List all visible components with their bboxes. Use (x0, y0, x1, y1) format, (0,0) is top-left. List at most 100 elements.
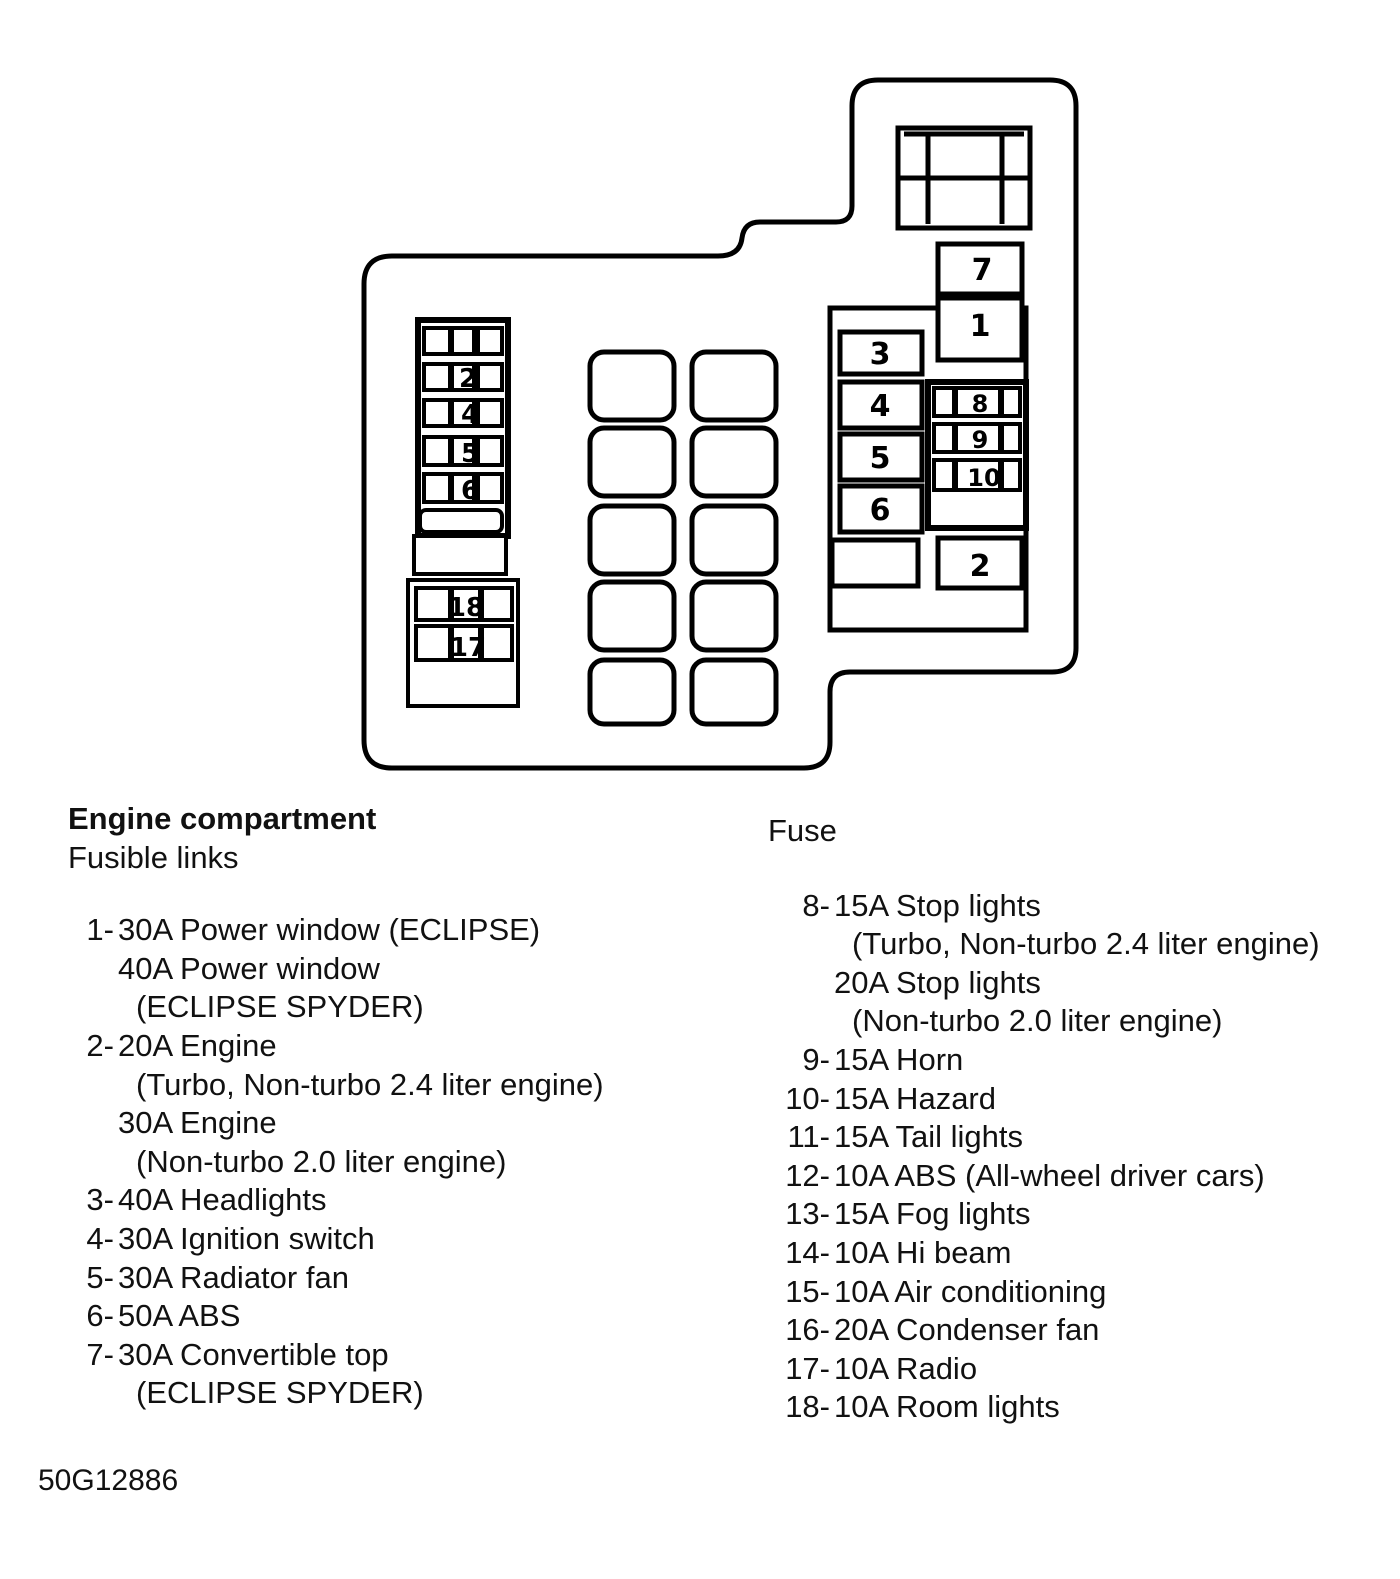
legend-entry: 17-10A Radio (768, 1350, 1388, 1389)
left-block-number: 2 (459, 364, 477, 394)
legend-entry: 6-50A ABS (68, 1297, 688, 1336)
legend-text: 20A Condenser fan (834, 1312, 1100, 1348)
legend-text: 15A Hazard (834, 1080, 996, 1116)
right-fuse-number: 10 (967, 464, 1000, 492)
legend-entry: 10-15A Hazard (768, 1080, 1388, 1119)
legend-text: 15A Horn (834, 1041, 964, 1077)
legend-text: (Turbo, Non-turbo 2.4 liter engine) (136, 1066, 604, 1102)
legend-text: (ECLIPSE SPYDER) (136, 989, 424, 1025)
legend-line: (Turbo, Non-turbo 2.4 liter engine) (68, 1066, 688, 1105)
legend-number: 6- (86, 1298, 114, 1334)
legend-number: 2- (86, 1027, 114, 1063)
legend-text: 15A Stop lights (834, 887, 1041, 923)
left-block-number: 6 (461, 476, 479, 506)
legend-number: 13- (785, 1196, 830, 1232)
right-fuse-number: 8 (972, 390, 989, 418)
legend-number: 16- (785, 1312, 830, 1348)
legend-text: (Non-turbo 2.0 liter engine) (852, 1003, 1223, 1039)
fusible-link-number: 3 (870, 337, 891, 372)
legend-line: 2-20A Engine (68, 1027, 688, 1066)
legend-text: 30A Convertible top (118, 1336, 389, 1372)
legend-entry: 5-30A Radiator fan (68, 1259, 688, 1298)
fuse-box-outline (361, 77, 1079, 771)
legend-line: 11-15A Tail lights (768, 1118, 1388, 1157)
legend-line: 5-30A Radiator fan (68, 1259, 688, 1298)
fusible-link-number: 4 (870, 389, 891, 424)
fusible-links-legend: Engine compartment Fusible links 1-30A P… (68, 800, 688, 1413)
legend-entry: 15-10A Air conditioning (768, 1273, 1388, 1312)
legend-text: (ECLIPSE SPYDER) (136, 1375, 424, 1411)
legend-number: 11- (787, 1119, 830, 1155)
legend-text: (Non-turbo 2.0 liter engine) (136, 1143, 507, 1179)
fusible-link-number: 6 (870, 493, 891, 528)
legend-number: 17- (785, 1350, 830, 1386)
lower-left-fuse-block: 18 17 (406, 578, 520, 708)
legend-text: 15A Tail lights (834, 1119, 1023, 1155)
legend-text: 30A Radiator fan (118, 1259, 349, 1295)
legend-line: 4-30A Ignition switch (68, 1220, 688, 1259)
legend-line: 13-15A Fog lights (768, 1195, 1388, 1234)
legend-entry: 8-15A Stop lights(Turbo, Non-turbo 2.4 l… (768, 887, 1388, 1041)
legend-text: 10A ABS (All-wheel driver cars) (834, 1157, 1265, 1193)
legend-entry: 1-30A Power window (ECLIPSE)40A Power wi… (68, 911, 688, 1027)
fusible-link-number: 5 (870, 441, 891, 476)
legend-text: 10A Radio (834, 1350, 978, 1386)
legend-line: 20A Stop lights (768, 964, 1388, 1003)
left-fuse-block: 2 4 5 6 (412, 317, 511, 576)
legend-line: 40A Power window (68, 950, 688, 989)
fuse-list: 8-15A Stop lights(Turbo, Non-turbo 2.4 l… (768, 887, 1388, 1427)
legend-entry: 4-30A Ignition switch (68, 1220, 688, 1259)
legend-text: 40A Headlights (118, 1182, 327, 1218)
legend-entry: 16-20A Condenser fan (768, 1311, 1388, 1350)
fuse-box-diagram: 2 4 5 6 18 17 (361, 77, 1079, 771)
fuse-legend: Fuse 8-15A Stop lights(Turbo, Non-turbo … (768, 812, 1388, 1427)
legend-number: 10- (785, 1080, 830, 1116)
legend-text: 40A Power window (118, 950, 380, 986)
legend-entry: 14-10A Hi beam (768, 1234, 1388, 1273)
legend-line: 17-10A Radio (768, 1350, 1388, 1389)
legend-line: 6-50A ABS (68, 1297, 688, 1336)
legend-number: 4- (86, 1220, 114, 1256)
legend-entry: 13-15A Fog lights (768, 1195, 1388, 1234)
legend-line: (ECLIPSE SPYDER) (68, 988, 688, 1027)
legend-number: 12- (785, 1157, 830, 1193)
fusible-links-list: 1-30A Power window (ECLIPSE)40A Power wi… (68, 911, 688, 1413)
legend-entry: 12-10A ABS (All-wheel driver cars) (768, 1157, 1388, 1196)
legend-number: 9- (802, 1041, 830, 1077)
right-fuse-number: 9 (972, 426, 989, 454)
legend-number: 3- (86, 1182, 114, 1218)
legend-title: Engine compartment (68, 801, 377, 836)
legend-line: (ECLIPSE SPYDER) (68, 1374, 688, 1413)
legend-line: 1-30A Power window (ECLIPSE) (68, 911, 688, 950)
left-block-number: 5 (461, 439, 479, 469)
legend-line: (Turbo, Non-turbo 2.4 liter engine) (768, 925, 1388, 964)
legend-text: 10A Hi beam (834, 1234, 1012, 1270)
legend-number: 7- (86, 1336, 114, 1372)
reference-code: 50G12886 (38, 1464, 179, 1497)
legend-text: 10A Room lights (834, 1389, 1060, 1425)
legend-line: 7-30A Convertible top (68, 1336, 688, 1375)
legend-line: 14-10A Hi beam (768, 1234, 1388, 1273)
legend-line: (Non-turbo 2.0 liter engine) (68, 1143, 688, 1182)
legend-entry: 2-20A Engine(Turbo, Non-turbo 2.4 liter … (68, 1027, 688, 1181)
legend-number: 14- (785, 1234, 830, 1270)
legend-number: 5- (86, 1259, 114, 1295)
legend-line: 10-15A Hazard (768, 1080, 1388, 1119)
lower-left-number: 17 (450, 633, 486, 663)
fusible-link-number: 2 (970, 549, 991, 584)
legend-entry: 7-30A Convertible top(ECLIPSE SPYDER) (68, 1336, 688, 1413)
left-block-number: 4 (461, 400, 479, 430)
legend-line: 15-10A Air conditioning (768, 1273, 1388, 1312)
legend-number: 8- (802, 887, 830, 923)
legend-entry: 9-15A Horn (768, 1041, 1388, 1080)
legend-text: 20A Stop lights (834, 964, 1041, 1000)
relay-sockets (587, 349, 779, 727)
legend-line: (Non-turbo 2.0 liter engine) (768, 1002, 1388, 1041)
legend-number: 15- (785, 1273, 830, 1309)
legend-line: 12-10A ABS (All-wheel driver cars) (768, 1157, 1388, 1196)
legend-entry: 3-40A Headlights (68, 1181, 688, 1220)
legend-line: 30A Engine (68, 1104, 688, 1143)
fuse-title: Fuse (768, 813, 837, 848)
legend-line: 8-15A Stop lights (768, 887, 1388, 926)
right-fuse-block: 8 9 10 (925, 379, 1029, 531)
